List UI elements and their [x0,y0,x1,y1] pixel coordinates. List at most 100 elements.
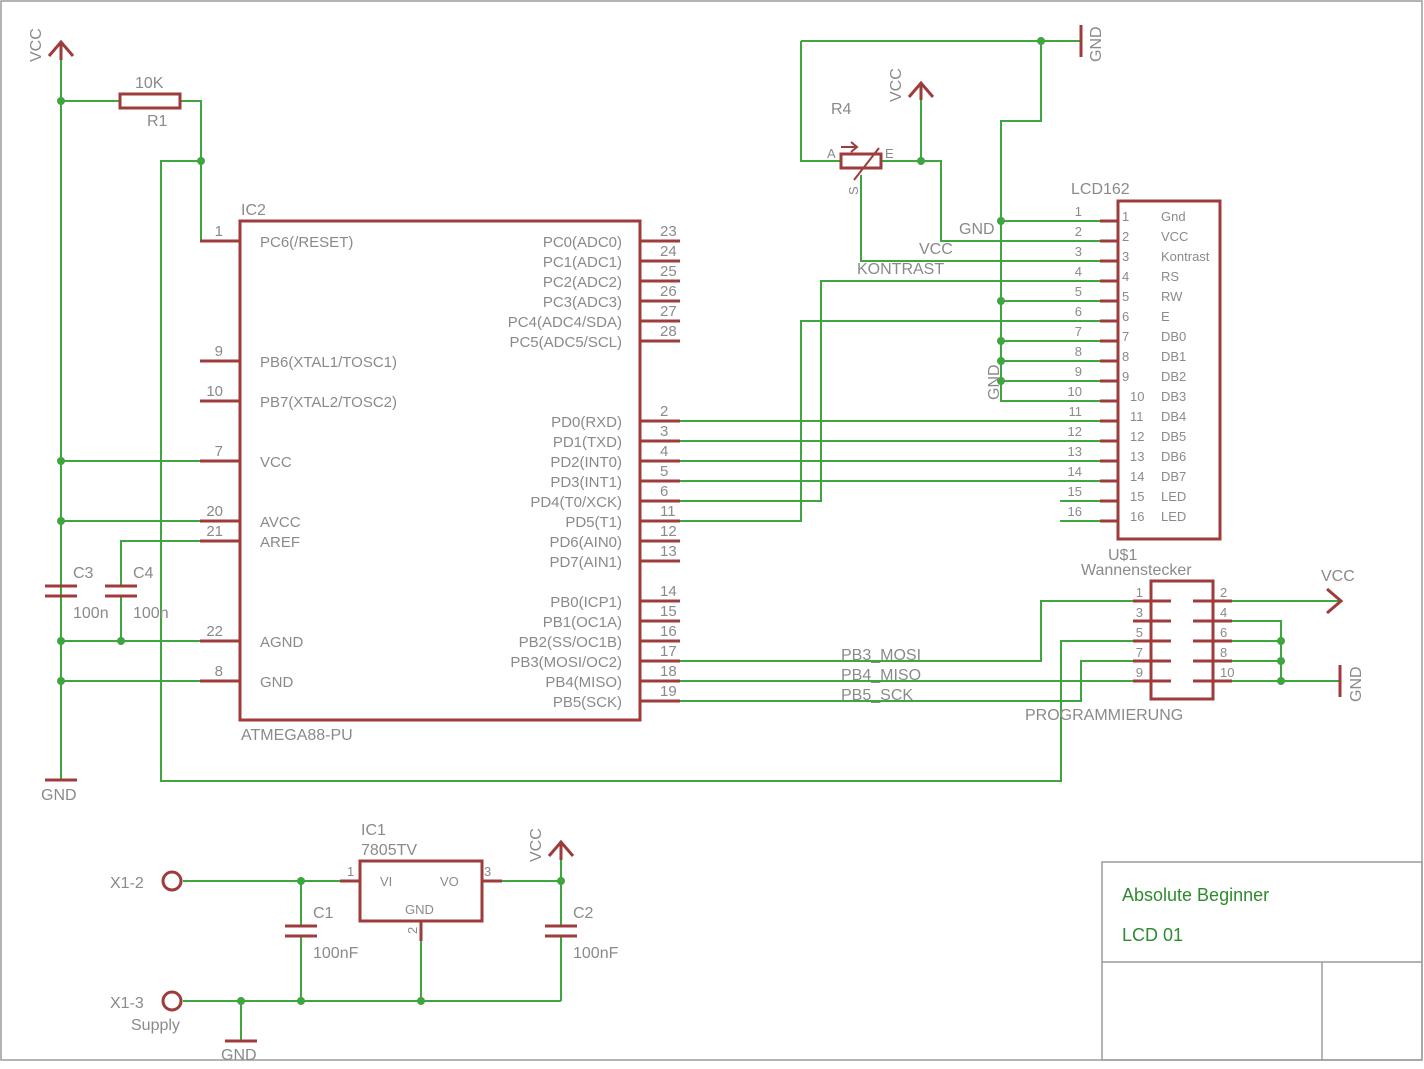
ic2-pin-name: AREF [260,534,300,551]
header-pin-number: 7 [1136,645,1143,660]
ic2-pin-number: 5 [660,463,668,480]
ic2-pin-name: PD1(TXD) [553,434,622,451]
lcd-pin-number-outer: 6 [1075,304,1082,319]
lcd-pin-number-outer: 11 [1069,404,1083,419]
svg-text:GND: GND [41,787,77,804]
svg-text:100n: 100n [133,605,169,622]
ic2-pin-name: AVCC [260,514,301,531]
vcc-symbol-left: VCC [28,28,75,62]
ic2-pin-number: 14 [660,583,677,600]
gnd-symbol-left: GND [41,778,77,804]
header-pin-number: 9 [1136,665,1143,680]
svg-text:1: 1 [347,864,354,879]
lcd-pin-number: 2 [1122,229,1129,244]
svg-text:VO: VO [440,874,459,889]
capacitor-c2: C2 100nF [545,905,619,962]
svg-text:7805TV: 7805TV [361,842,417,859]
ic2-pin-number: 4 [660,443,668,460]
ic2-pin-name: PD7(AIN1) [549,554,622,571]
connector-x1-3: X1-3 Supply [110,990,183,1034]
capacitor-c1: C1 100nF [285,905,359,962]
ic2-pin-number: 19 [660,683,677,700]
ic2-pin-name: VCC [260,454,292,471]
ic2-pin-number: 27 [660,303,677,320]
header-pin-number: 8 [1220,645,1227,660]
lcd-pin-number: 15 [1130,489,1144,504]
lcd-pin-number: 5 [1122,289,1129,304]
vcc-symbol-header: VCC [1321,568,1355,615]
svg-text:GND: GND [221,1047,257,1064]
ic2-pin-name: PB5(SCK) [553,694,622,711]
ic2-pin-name: PD0(RXD) [551,414,622,431]
ic2-pin-name: PB4(MISO) [545,674,622,691]
voltage-regulator-ic1: IC1 7805TV VI VO GND 1 3 2 [340,822,502,941]
lcd-pin-number: 1 [1122,209,1129,224]
lcd-pin-number-outer: 2 [1075,224,1082,239]
title-line-2: LCD 01 [1122,925,1183,945]
svg-text:IC1: IC1 [361,822,386,839]
ic2-pin-name: AGND [260,634,304,651]
svg-text:X1-3: X1-3 [110,995,144,1012]
svg-text:VCC: VCC [888,68,905,102]
lcd-pin-number-outer: 13 [1068,444,1082,459]
lcd-pin-name: DB6 [1161,449,1186,464]
lcd-pin-number: 11 [1130,409,1144,424]
header-pin-number: 10 [1220,665,1234,680]
lcd-pin-name: DB5 [1161,429,1186,444]
lcd-pin-name: LED [1161,489,1186,504]
lcd-pin-number-outer: 4 [1075,264,1082,279]
connector-x1-2: X1-2 [110,870,183,892]
svg-text:R1: R1 [147,113,168,130]
lcd-pin-number-outer: 9 [1075,364,1082,379]
ic2-pin-name: PD6(AIN0) [549,534,622,551]
ic2-pin-number: 1 [215,223,223,240]
header-pin-number: 4 [1220,605,1227,620]
lcd-pin-number: 10 [1130,389,1144,404]
lcd-pin-name: E [1161,309,1170,324]
lcd-pin-name: LED [1161,509,1186,524]
ic2-pin-number: 23 [660,223,677,240]
svg-text:100n: 100n [73,605,109,622]
svg-text:C2: C2 [573,905,594,922]
resistor-r1: 10K R1 [118,75,182,130]
net-label-mosi: PB3_MOSI [841,647,921,664]
net-label-gnd-lcd: GND [959,221,995,238]
ic2-pin-name: PD5(T1) [565,514,622,531]
ic2-pin-name: PB1(OC1A) [543,614,622,631]
svg-text:S: S [846,186,861,195]
header-pin-number: 1 [1136,585,1143,600]
ic2-pin-number: 6 [660,483,668,500]
header-pin-number: 6 [1220,625,1227,640]
ic2-pin-name: PC5(ADC5/SCL) [509,334,622,351]
ic2-pin-name: GND [260,674,294,691]
ic2-pin-name: PB7(XTAL2/TOSC2) [260,394,397,411]
svg-text:ATMEGA88-PU: ATMEGA88-PU [241,727,353,744]
ic2-pin-name: PD4(T0/XCK) [530,494,622,511]
gnd-symbol-supply: GND [221,1039,257,1064]
ic2-pin-number: 13 [660,543,677,560]
ic2-pin-number: 9 [215,343,223,360]
svg-text:PROGRAMMIERUNG: PROGRAMMIERUNG [1025,707,1183,724]
ic2-pin-number: 24 [660,243,677,260]
lcd-pin-name: RW [1161,289,1183,304]
svg-text:C1: C1 [313,905,334,922]
ic2-pin-number: 10 [206,383,223,400]
lcd-pin-number: 13 [1130,449,1144,464]
header-pin-number: 2 [1220,585,1227,600]
lcd-pin-name: DB3 [1161,389,1186,404]
capacitor-c4: C4 100n [105,565,169,622]
ic2-microcontroller: IC2 ATMEGA88-PU 1PC6(/RESET)9PB6(XTAL1/T… [200,202,680,744]
ic2-pin-number: 8 [215,663,223,680]
ic2-pin-number: 25 [660,263,677,280]
lcd-pin-number-outer: 14 [1068,464,1082,479]
lcd-pin-number-outer: 8 [1075,344,1082,359]
lcd-pin-number: 7 [1122,329,1129,344]
lcd-pin-number-outer: 3 [1075,244,1082,259]
ic2-pin-number: 7 [215,443,223,460]
svg-text:U$1: U$1 [1108,547,1137,564]
svg-text:2: 2 [405,927,420,934]
